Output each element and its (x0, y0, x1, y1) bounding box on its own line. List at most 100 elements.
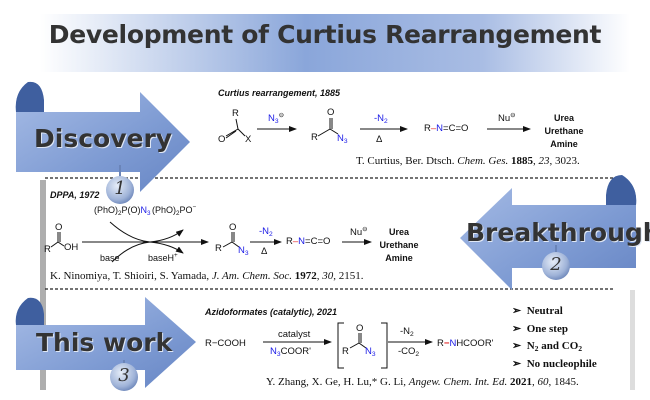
condition-text: -N (374, 113, 385, 124)
bullet-arrow-icon: ➢ (512, 357, 522, 370)
subscript: 3 (343, 138, 348, 145)
citation-journal: Angew. Chem. Int. Ed. (408, 376, 508, 388)
reagent-azide: N3⊖ (268, 111, 285, 125)
bullet-arrow-icon: ➢ (512, 340, 522, 352)
atom-label: N (436, 123, 444, 134)
atom-label: O (218, 134, 226, 145)
stage-number: 1 (114, 178, 126, 199)
atom-label: O (327, 107, 335, 118)
citation-pages: , 2151. (333, 270, 364, 282)
subscript: 2 (534, 344, 539, 353)
list-item: ➢ Neutral (512, 303, 597, 321)
stage-label-this-work: This work (36, 328, 173, 357)
atom-label: R (311, 132, 318, 143)
charge: ⊖ (362, 225, 368, 233)
list-item: ➢ No nucleophile (512, 356, 597, 374)
subscript: 3 (276, 351, 281, 358)
citation-pages: , 3023. (549, 155, 580, 167)
stage-number-ball (110, 363, 138, 391)
atom-label: OH (64, 242, 79, 253)
subscript: 2 (578, 344, 583, 353)
citation-volume: 23 (538, 155, 550, 167)
subscript: 3 (244, 250, 249, 257)
reagent-text: (PhO) (152, 205, 177, 215)
citation-authors: K. Ninomiya, T. Shioiri, S. Yamada, (50, 270, 210, 282)
bullet-text: Neutral (526, 305, 563, 317)
citation-journal: Chem. Ges. (457, 155, 509, 167)
subscript: 3 (371, 351, 376, 358)
product: Urethane (544, 126, 584, 136)
bond: − (443, 338, 450, 349)
stage-number-ball (542, 252, 570, 280)
citation: T. Curtius, Ber. Dtsch. Chem. Ges. 1885,… (356, 155, 580, 167)
products-list: Urea Urethane Amine (534, 112, 594, 151)
stage-number: 3 (118, 365, 130, 386)
reagent-azidoformate: N3COOR' (270, 346, 311, 358)
citation-volume: 60 (537, 376, 549, 388)
bullet-text: One step (526, 322, 568, 335)
advantages-list: ➢ Neutral ➢ One step ➢ N2 and CO2 ➢ No n… (512, 303, 597, 373)
subscript: 2 (118, 210, 122, 217)
scheme-caption: DPPA, 1972 (50, 190, 100, 200)
reagent-base: base (100, 253, 120, 263)
citation-pages: , 1845. (548, 376, 579, 388)
charge: ⊖ (278, 111, 285, 119)
atom-label: N (337, 133, 344, 144)
citation-year: 1885 (511, 155, 534, 167)
carbamate-product: R−NHCOOR' (437, 338, 494, 349)
condition-catalyst: catalyst (278, 329, 311, 340)
reagent-text: (PhO) (94, 205, 119, 215)
charge: − (192, 204, 197, 211)
bullet-text: No nucleophile (526, 357, 597, 370)
product: Urea (553, 113, 574, 123)
atom-label: O (356, 323, 364, 334)
atom-label: R (232, 108, 239, 119)
reagent-dppa: (PhO)2P(O)N3 (94, 205, 151, 217)
subscript: 2 (384, 118, 388, 125)
bullet-text: and CO (538, 340, 579, 352)
azide-group: N3 (337, 133, 348, 145)
subscript: 3 (147, 210, 151, 217)
condition-heat: Δ (376, 134, 383, 145)
title-banner (40, 14, 630, 72)
condition-heat: Δ (261, 246, 268, 257)
reagent-text: N (268, 113, 275, 124)
atom-label: HCOOR' (456, 338, 494, 349)
azide-group: N3 (238, 245, 249, 257)
stage-label-breakthrough: Breakthrough (466, 218, 650, 247)
atom-label: R (44, 244, 51, 255)
atom-label: R (215, 243, 222, 254)
products-list: Urea Urethane Amine (369, 226, 429, 265)
atom-label: R (342, 346, 349, 357)
citation-year: 1972 (294, 270, 317, 282)
atom-label: N (140, 205, 148, 215)
bond: – (292, 236, 299, 247)
citation-year: 2021 (510, 376, 533, 388)
list-item: ➢ One step (512, 321, 597, 339)
condition-text: -N (259, 226, 270, 237)
product: Urethane (379, 240, 419, 250)
stage-number-ball (106, 176, 134, 204)
reagent-text: Nu (498, 113, 511, 124)
citation-volume: 30 (322, 270, 334, 282)
nucleophile: Nu⊖ (350, 225, 368, 238)
reagent-text: baseH (148, 253, 175, 263)
condition-top: -N2 (374, 113, 388, 125)
citation: K. Ninomiya, T. Shioiri, S. Yamada, J. A… (50, 270, 364, 282)
list-item: ➢ N2 and CO2 (512, 338, 597, 356)
reagent-text: COOR' (280, 346, 311, 357)
condition-top: -N2 (400, 326, 414, 338)
subscript: 2 (176, 210, 180, 217)
bullet-arrow-icon: ➢ (512, 305, 522, 317)
bond: – (430, 123, 437, 134)
atom-label: =C=O (443, 123, 469, 134)
subscript: 3 (274, 118, 279, 125)
charge: ⊖ (510, 111, 516, 119)
page-title: Development of Curtius Rearrangement (48, 20, 602, 49)
condition-bottom: -CO2 (398, 346, 419, 358)
discovery-arrow-banner (15, 82, 190, 192)
product: Urea (388, 227, 409, 237)
subscript: 2 (410, 331, 414, 338)
azide-group: N3 (365, 346, 376, 358)
